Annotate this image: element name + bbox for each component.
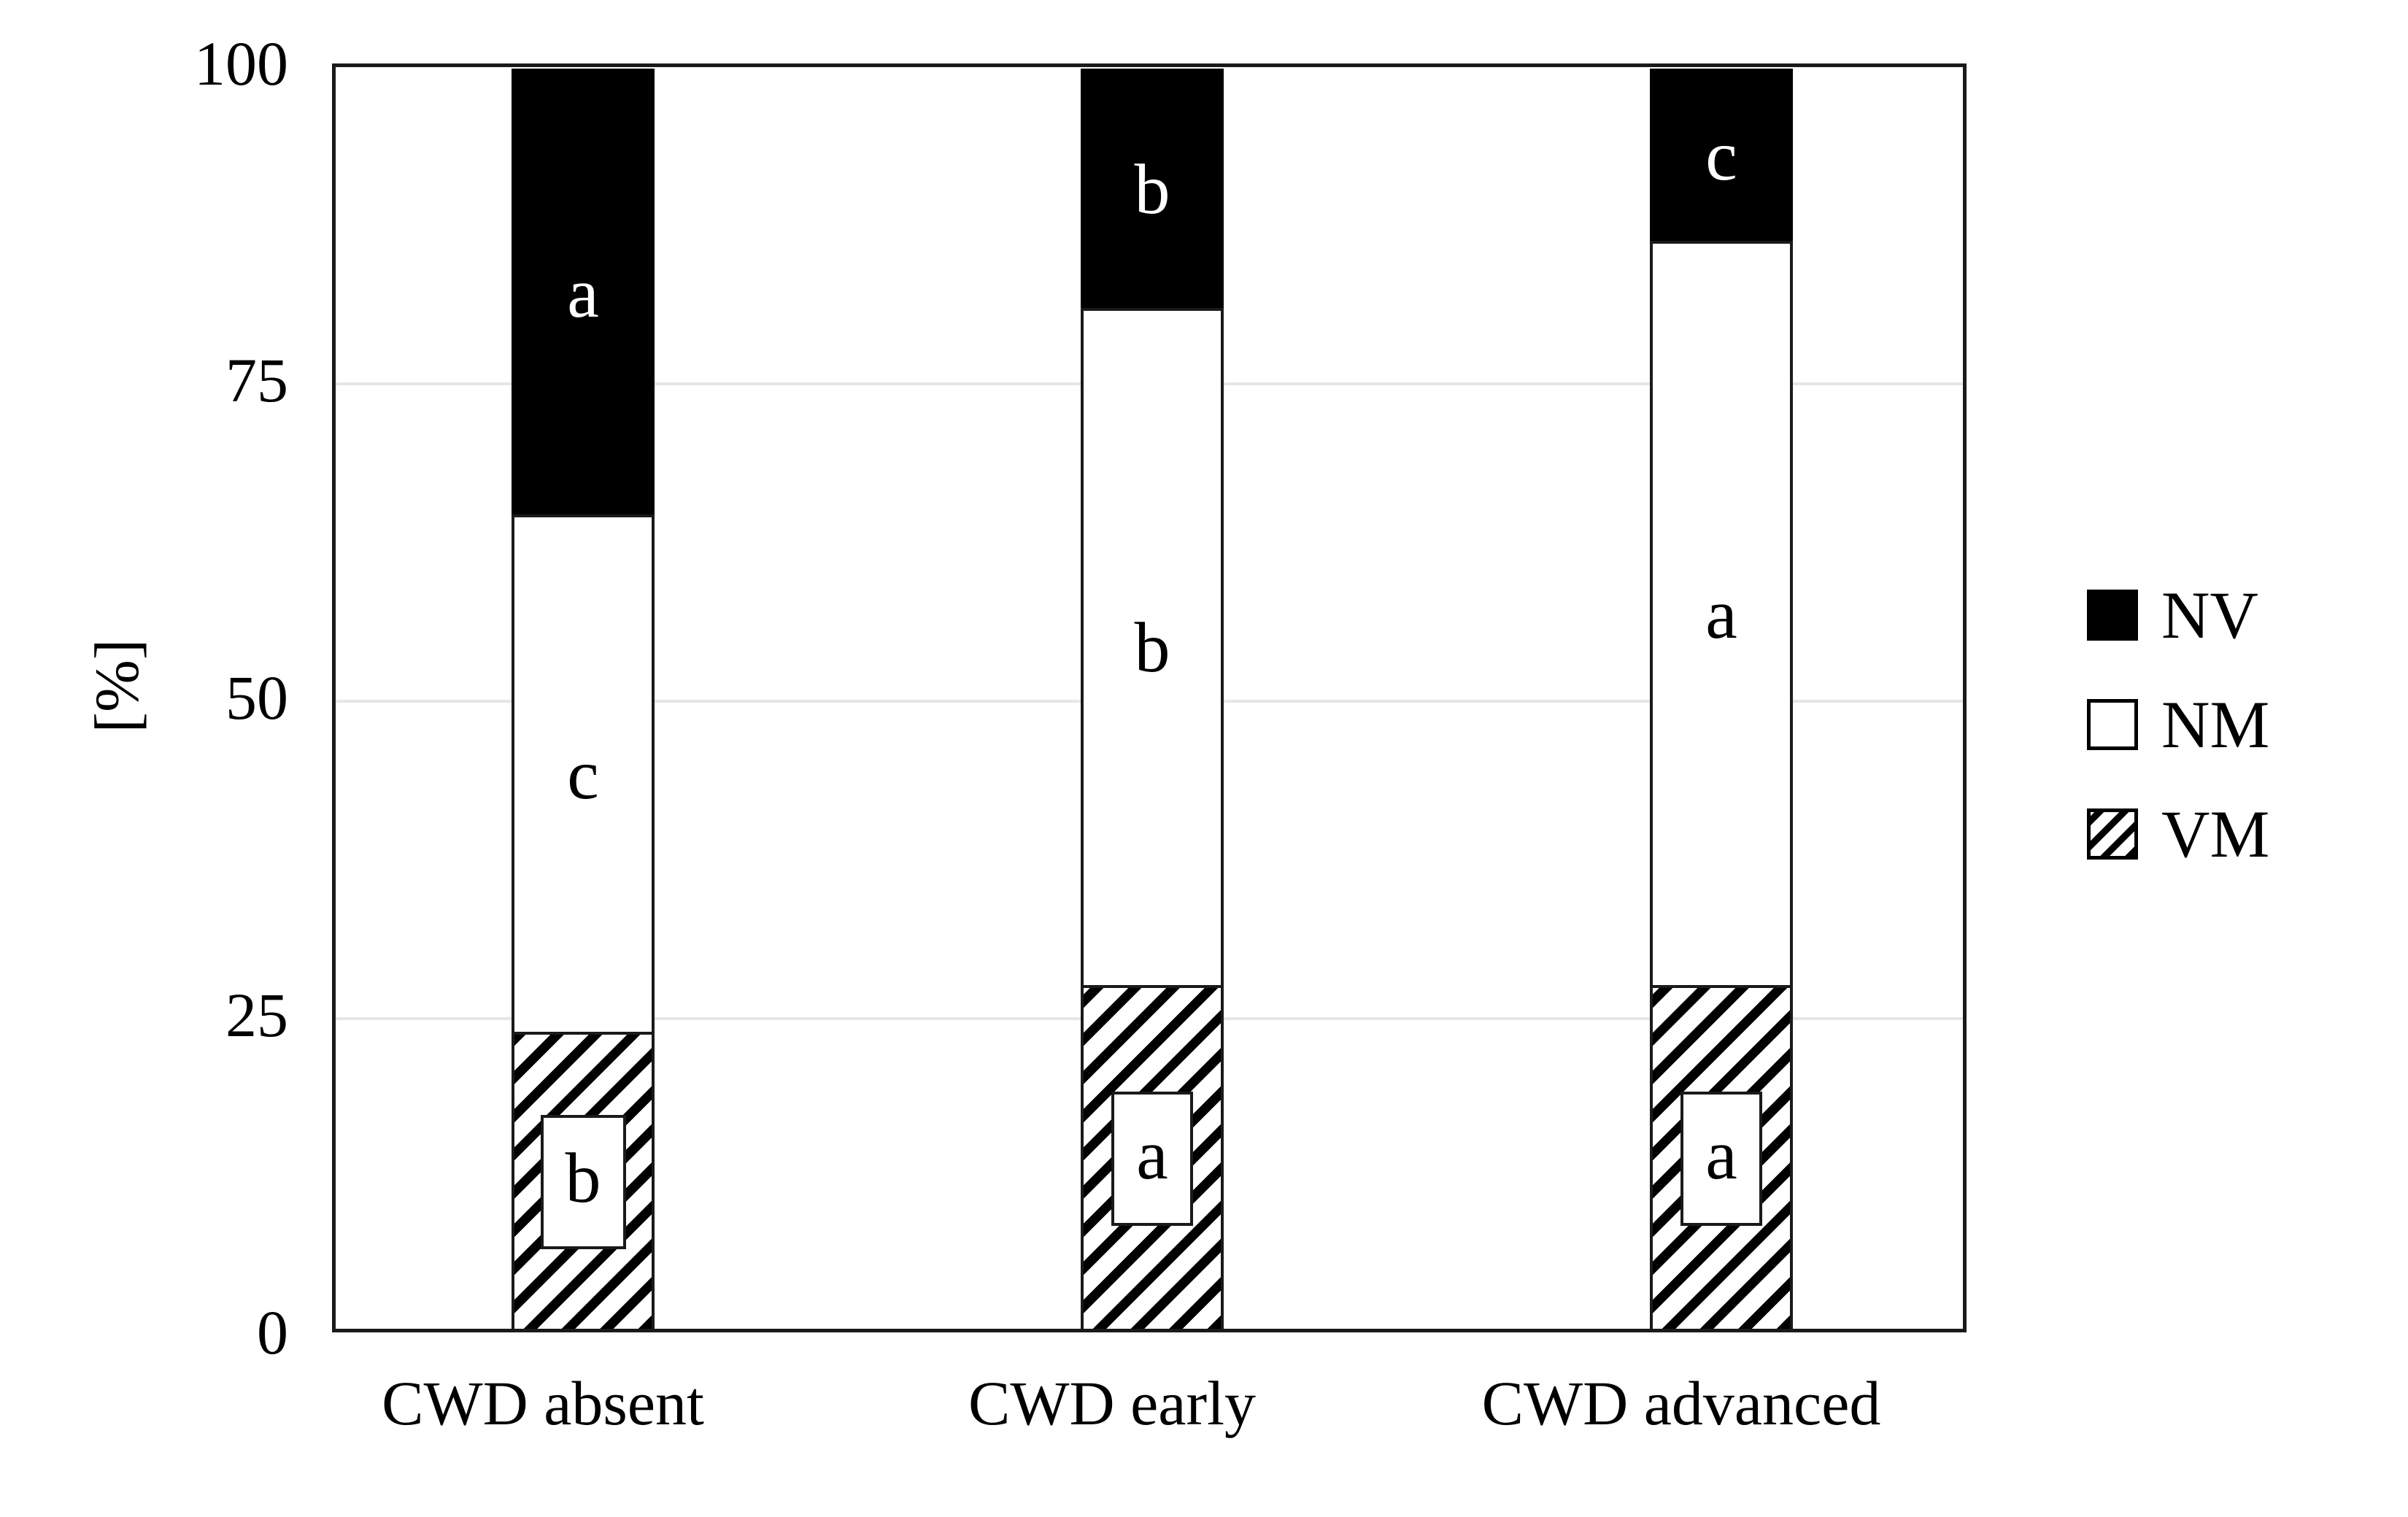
plot-area: a c b b b a c xyxy=(332,63,1967,1332)
bar-segment-label-vm: a xyxy=(1680,1091,1762,1226)
bar-segment-nv[interactable]: c xyxy=(1650,69,1793,244)
legend: NV NM VM xyxy=(2087,578,2270,871)
bar-segment-vm[interactable]: a xyxy=(1650,985,1793,1332)
y-tick-label-100: 100 xyxy=(194,28,288,99)
legend-item-nm[interactable]: NM xyxy=(2087,687,2270,762)
legend-swatch-nv-icon xyxy=(2087,590,2138,641)
y-tick-label-0: 0 xyxy=(257,1297,288,1367)
x-tick-label-cwd-absent: CWD absent xyxy=(382,1368,704,1438)
y-tick-label-25: 25 xyxy=(225,980,288,1050)
bar-segment-nm[interactable]: c xyxy=(512,514,655,1035)
legend-item-vm[interactable]: VM xyxy=(2087,797,2270,871)
bar-segment-label-nm: c xyxy=(567,735,599,814)
legend-swatch-nm-icon xyxy=(2087,699,2138,750)
legend-label-nm: NM xyxy=(2161,687,2270,762)
y-tick-label-50: 50 xyxy=(225,663,288,733)
bar-segment-nv[interactable]: a xyxy=(512,69,655,517)
bar-cwd-advanced[interactable]: c a a xyxy=(1650,69,1793,1332)
bar-segment-label-nm: a xyxy=(1705,575,1737,654)
bar-segment-label-vm: b xyxy=(540,1114,626,1249)
bar-cwd-early[interactable]: b b a xyxy=(1081,69,1224,1332)
bar-cwd-absent[interactable]: a c b xyxy=(512,69,655,1332)
bar-segment-vm[interactable]: a xyxy=(1081,985,1224,1332)
bar-segment-label-nv: b xyxy=(1134,150,1170,229)
legend-swatch-vm-icon xyxy=(2087,808,2138,860)
legend-label-nv: NV xyxy=(2161,578,2258,652)
bar-segment-label-vm: a xyxy=(1111,1091,1193,1226)
bar-segment-nm[interactable]: b xyxy=(1081,308,1224,988)
bar-segment-vm[interactable]: b xyxy=(512,1032,655,1332)
bar-segment-label-nv: a xyxy=(567,253,599,333)
bar-segment-label-nv: c xyxy=(1705,117,1737,196)
x-tick-label-cwd-early: CWD early xyxy=(968,1368,1256,1438)
legend-item-nv[interactable]: NV xyxy=(2087,578,2269,652)
legend-label-vm: VM xyxy=(2161,797,2270,871)
bar-segment-nm[interactable]: a xyxy=(1650,241,1793,988)
bar-segment-nv[interactable]: b xyxy=(1081,69,1224,311)
x-tick-label-cwd-advanced: CWD advanced xyxy=(1481,1368,1881,1438)
bar-segment-label-nm: b xyxy=(1134,609,1170,687)
y-tick-label-75: 75 xyxy=(225,345,288,415)
